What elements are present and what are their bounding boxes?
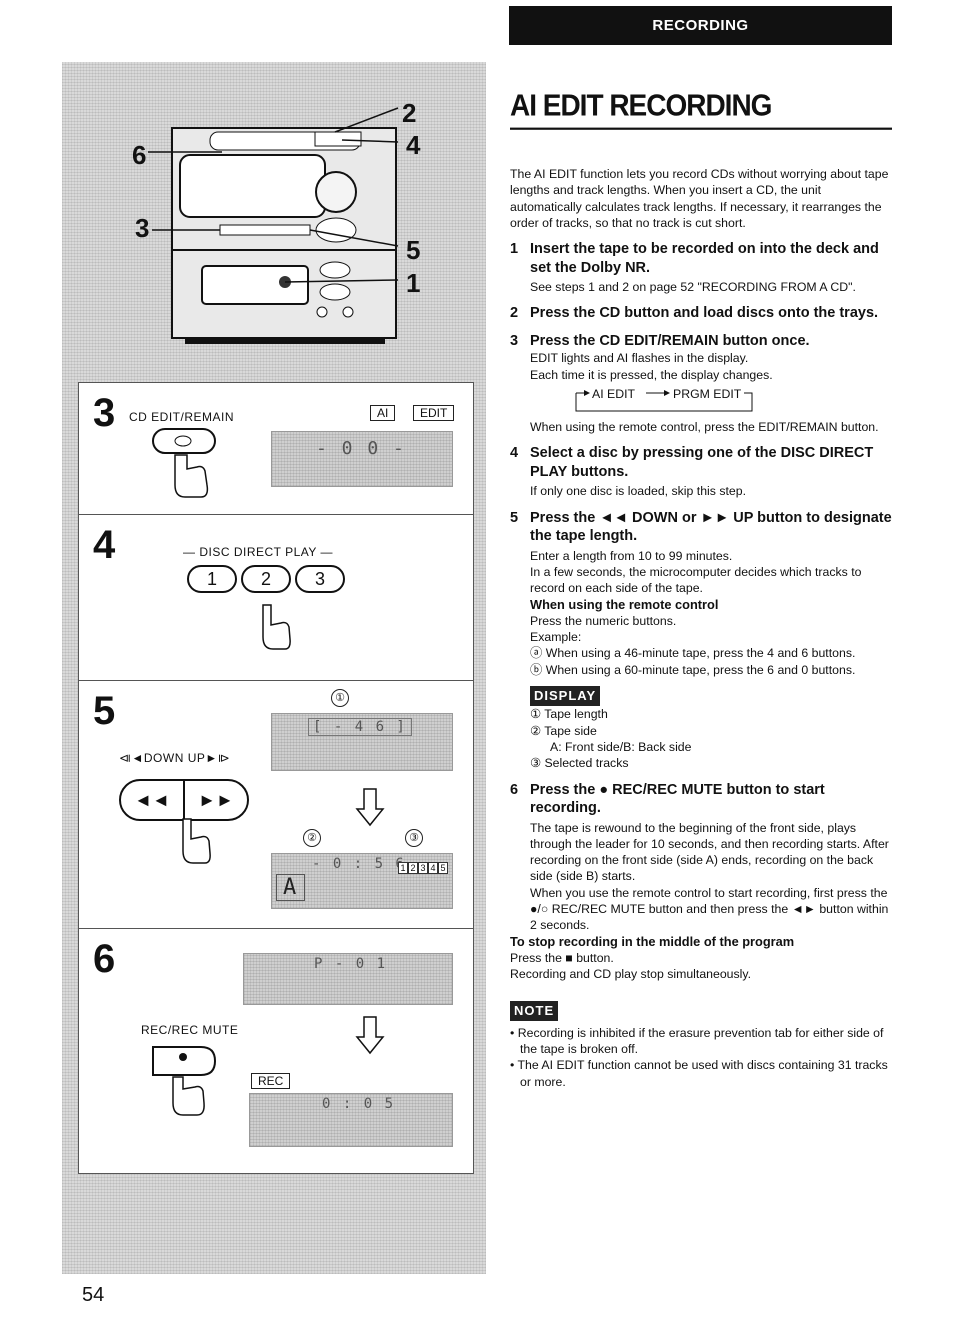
recording-time-readout: 0 : 0 5 (322, 1096, 396, 1112)
step-5-body-1: Enter a length from 10 to 99 minutes. (530, 548, 733, 563)
ai-indicator-tag: AI (370, 405, 396, 421)
panel-3-lcd: - 0 0 - (271, 431, 453, 487)
panel-6-lcd-top: P - 0 1 (243, 953, 453, 1005)
panel-3-label: CD EDIT/REMAIN (129, 410, 235, 424)
display-item-3: A: Front side/B: Back side (550, 739, 692, 754)
note-list: Recording is inhibited if the erasure pr… (510, 1025, 894, 1090)
step-5-body-2: In a few seconds, the microcomputer deci… (530, 564, 862, 596)
step-3-body-1: EDIT lights and AI flashes in the displa… (530, 351, 749, 366)
intro-paragraph: The AI EDIT function lets you record CDs… (510, 167, 889, 230)
finger-press-icon (182, 818, 211, 864)
section-title: RECORDING (652, 17, 749, 34)
tape-side-readout: A (276, 874, 306, 901)
panel-step-4: 4 — DISC DIRECT PLAY — 1 2 3 (79, 515, 473, 681)
finger-press-icon (262, 604, 291, 650)
panel-5-label: ⧏◄DOWN UP►⧐ (119, 751, 231, 765)
edit-button-press-icon (152, 428, 216, 498)
callout-1: 1 (406, 268, 421, 298)
callout-5: 5 (406, 235, 421, 265)
display-cycle-diagram: AI EDIT PRGM EDIT (572, 385, 894, 415)
remote-line-3: ⓐ When using a 46-minute tape, press the… (530, 646, 856, 661)
note-item-1: Recording is inhibited if the erasure pr… (510, 1025, 894, 1058)
panel-step-5: 5 ① ⧏◄DOWN UP►⧐ [ - 4 6 ] ◄◄ ►► ② ③ - 0 … (79, 681, 473, 929)
main-content: The AI EDIT function lets you record CDs… (510, 166, 894, 1090)
display-item-4: ③ Selected tracks (530, 756, 629, 771)
down-up-buttons: ◄◄ ►► (119, 779, 249, 821)
circle-label-3: ③ (405, 829, 423, 847)
stereo-drawing (148, 107, 399, 344)
panel-step-6: 6 P - 0 1 REC/REC MUTE REC 0 : 0 5 (79, 929, 473, 1175)
display-item-1: ① Tape length (530, 707, 608, 722)
up-button[interactable]: ►► (198, 790, 234, 810)
panel-3-number: 3 (93, 391, 116, 435)
panel-6-lcd-bottom: 0 : 0 5 (249, 1093, 453, 1147)
flow-prgm-edit: PRGM EDIT (673, 387, 742, 402)
panel-5-lcd-top: [ - 4 6 ] (271, 713, 453, 771)
disc-button-3[interactable]: 3 (295, 565, 345, 593)
disc-direct-buttons: 1 2 3 (187, 565, 345, 593)
remote-line-1: Press the numeric buttons. (530, 613, 677, 628)
callout-3: 3 (135, 213, 150, 243)
step-3-body-2: Each time it is pressed, the display cha… (530, 367, 773, 382)
disc-button-2[interactable]: 2 (241, 565, 291, 593)
illustrated-steps: 3 CD EDIT/REMAIN AI EDIT - 0 0 - 4 — DIS… (78, 382, 474, 1174)
stop-line-2: Recording and CD play stop simultaneousl… (510, 967, 752, 982)
panel-6-label: REC/REC MUTE (141, 1023, 239, 1037)
step-4-body: If only one disc is loaded, skip this st… (530, 484, 746, 499)
step-6-body-2: When you use the remote control to start… (530, 885, 889, 933)
step-6-body-1: The tape is rewound to the beginning of … (530, 820, 889, 884)
down-arrow-icon (355, 788, 385, 827)
tape-length-readout: [ - 4 6 ] (308, 718, 412, 736)
panel-3-lcd-text: - 0 0 - (316, 438, 406, 459)
remote-line-2: Example: (530, 630, 582, 645)
callout-4: 4 (406, 130, 421, 160)
program-readout: P - 0 1 (314, 956, 388, 972)
panel-step-3: 3 CD EDIT/REMAIN AI EDIT - 0 0 - (79, 383, 473, 515)
callout-6: 6 (132, 140, 147, 170)
down-arrow-icon (355, 1016, 385, 1055)
circle-label-1: ① (331, 689, 349, 707)
step-3-body-3: When using the remote control, press the… (530, 420, 879, 435)
panel-5-lcd-bottom: - 0 : 5 6 A 1 2 3 4 5 (271, 853, 453, 909)
display-item-2: ② Tape side (530, 723, 597, 738)
callout-2: 2 (402, 98, 417, 128)
flow-ai-edit: AI EDIT (592, 387, 636, 402)
page-title: AI EDIT RECORDING (510, 88, 892, 130)
rec-button-press-icon (152, 1046, 217, 1116)
down-button[interactable]: ◄◄ (121, 781, 185, 819)
section-header: RECORDING (509, 6, 892, 45)
stop-line-1: Press the ■ button. (510, 950, 614, 965)
remote-line-4: ⓑ When using a 60-minute tape, press the… (530, 662, 856, 677)
rec-indicator-tag: REC (251, 1073, 291, 1089)
panel-6-number: 6 (93, 937, 116, 981)
disc-button-1[interactable]: 1 (187, 565, 237, 593)
note-badge: NOTE (510, 1000, 559, 1021)
stop-heading: To stop recording in the middle of the p… (510, 933, 795, 949)
cycle-arrow-icon (575, 390, 753, 412)
step-1-body: See steps 1 and 2 on page 52 "RECORDING … (530, 280, 856, 295)
panel-5-number: 5 (93, 689, 116, 733)
page-number: 54 (82, 1284, 105, 1306)
circle-label-2: ② (303, 829, 321, 847)
stereo-unit-illustration: 6 3 2 4 5 1 (110, 70, 440, 355)
panel-4-number: 4 (93, 523, 116, 567)
display-badge: DISPLAY (530, 686, 601, 707)
remote-heading: When using the remote control (530, 596, 719, 612)
tape-time-readout: - 0 : 5 6 (312, 856, 406, 872)
edit-indicator-tag: EDIT (413, 405, 455, 421)
note-item-2: The AI EDIT function cannot be used with… (510, 1057, 894, 1090)
selected-tracks-readout: 1 2 3 4 5 (398, 862, 448, 874)
panel-4-label: — DISC DIRECT PLAY — (183, 545, 334, 559)
